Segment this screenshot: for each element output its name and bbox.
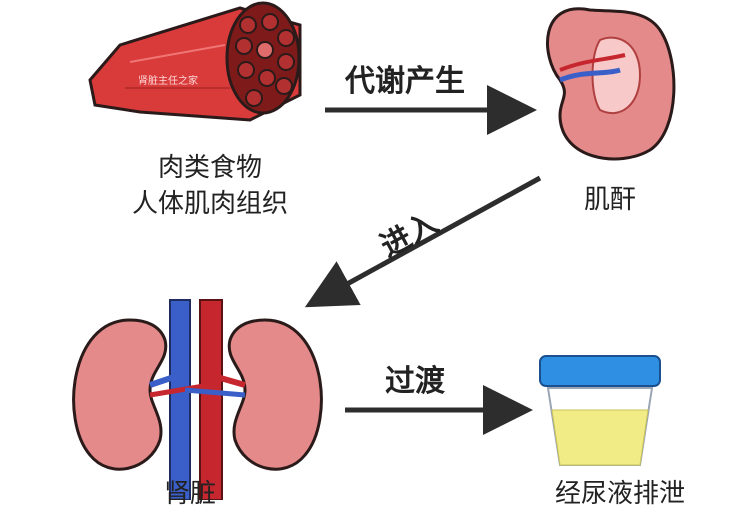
muscle-tissue-label: 人体肌肉组织: [131, 189, 288, 219]
urine-excretion-label: 经尿液排泄: [554, 479, 685, 509]
arrow-filter-label: 过渡: [385, 364, 445, 399]
meat-food-label: 肉类食物: [157, 153, 262, 183]
muscle-tissue-icon: [88, 1, 302, 122]
urine-cup-icon: [539, 355, 661, 466]
diagram-canvas: [72, 1, 676, 500]
creatinine-label: 肌酐: [583, 185, 636, 215]
kidneys-pair-icon: [72, 299, 323, 500]
watermark-brand: 肾脏主任之家: [138, 76, 198, 87]
kidney-label: 肾脏: [163, 479, 216, 509]
arrow-enter: [304, 175, 542, 308]
arrow-metabolism-label: 代谢产生: [345, 64, 465, 99]
creatinine-kidney-icon: [546, 7, 676, 161]
